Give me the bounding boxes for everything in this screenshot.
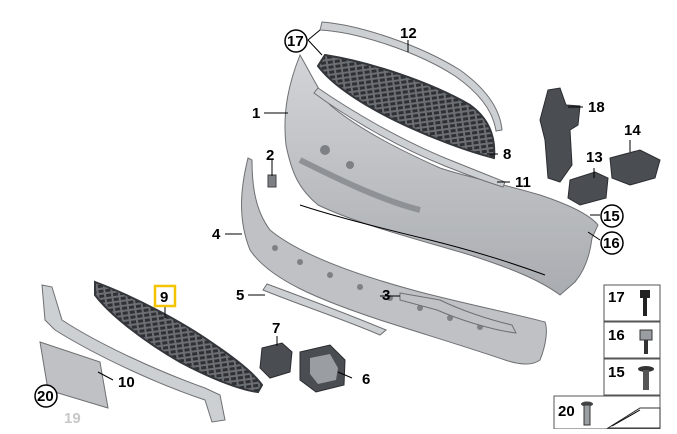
label-9-highlight: 9 xyxy=(153,284,177,308)
label-11: 11 xyxy=(515,174,531,191)
label-3: 3 xyxy=(382,287,390,304)
screw-15-icon xyxy=(638,366,654,390)
label-20: 20 xyxy=(37,388,54,405)
label-15: 15 xyxy=(603,208,620,225)
part-5-lip-strip xyxy=(262,283,387,336)
clip-17-icon xyxy=(640,290,650,316)
label-12: 12 xyxy=(400,25,417,42)
label-10: 10 xyxy=(118,374,135,391)
legend-label-15: 15 xyxy=(608,364,625,381)
part-13-air-duct xyxy=(567,171,609,206)
legend-row-16 xyxy=(603,321,661,359)
part-12-upper-trim xyxy=(319,21,503,132)
label-13: 13 xyxy=(586,149,603,166)
label-14: 14 xyxy=(624,122,641,139)
part-9-lower-grille xyxy=(94,280,264,394)
label-1: 1 xyxy=(252,105,260,122)
clip-16-icon xyxy=(639,329,653,354)
label-16-circle: 16 xyxy=(600,231,624,255)
label-17-circle: 17 xyxy=(284,29,308,53)
callout-labels: 1 2 3 4 5 6 7 8 9 10 11 12 13 14 15 16 1… xyxy=(34,25,641,427)
part-8-upper-grille xyxy=(316,53,496,160)
label-4: 4 xyxy=(212,226,221,243)
label-16: 16 xyxy=(603,235,620,252)
fastener-legend: 17 16 15 20 xyxy=(553,284,661,430)
part-7-fog-cover xyxy=(259,342,293,379)
label-15-circle: 15 xyxy=(600,204,624,228)
legend-row-15 xyxy=(603,358,661,396)
label-5: 5 xyxy=(236,287,244,304)
label-8: 8 xyxy=(503,146,511,163)
part-10-lower-trim xyxy=(41,284,226,423)
legend-label-20: 20 xyxy=(558,403,575,420)
label-7: 7 xyxy=(272,320,280,337)
part-19-license-plate-base xyxy=(39,341,109,409)
legend-label-16: 16 xyxy=(608,327,625,344)
label-19: 19 xyxy=(64,410,81,427)
part-2-clip xyxy=(267,174,277,188)
screw-20-icon xyxy=(581,401,593,426)
label-18: 18 xyxy=(588,99,605,116)
part-6-fog-surround xyxy=(299,344,346,393)
label-20-circle: 20 xyxy=(34,384,58,408)
part-1-bumper-cover xyxy=(284,53,599,296)
legend-row-17 xyxy=(603,284,661,322)
sticker-icon xyxy=(606,407,661,429)
label-6: 6 xyxy=(362,371,370,388)
label-9: 9 xyxy=(160,289,168,306)
part-11-trim-strip xyxy=(313,87,506,188)
label-2: 2 xyxy=(266,147,274,164)
part-18-side-bracket xyxy=(539,87,581,183)
part-14-air-duct xyxy=(609,149,661,186)
part-3-bracket xyxy=(399,292,517,334)
legend-label-17: 17 xyxy=(608,289,625,306)
label-17: 17 xyxy=(287,33,304,50)
leader-lines xyxy=(97,29,631,381)
